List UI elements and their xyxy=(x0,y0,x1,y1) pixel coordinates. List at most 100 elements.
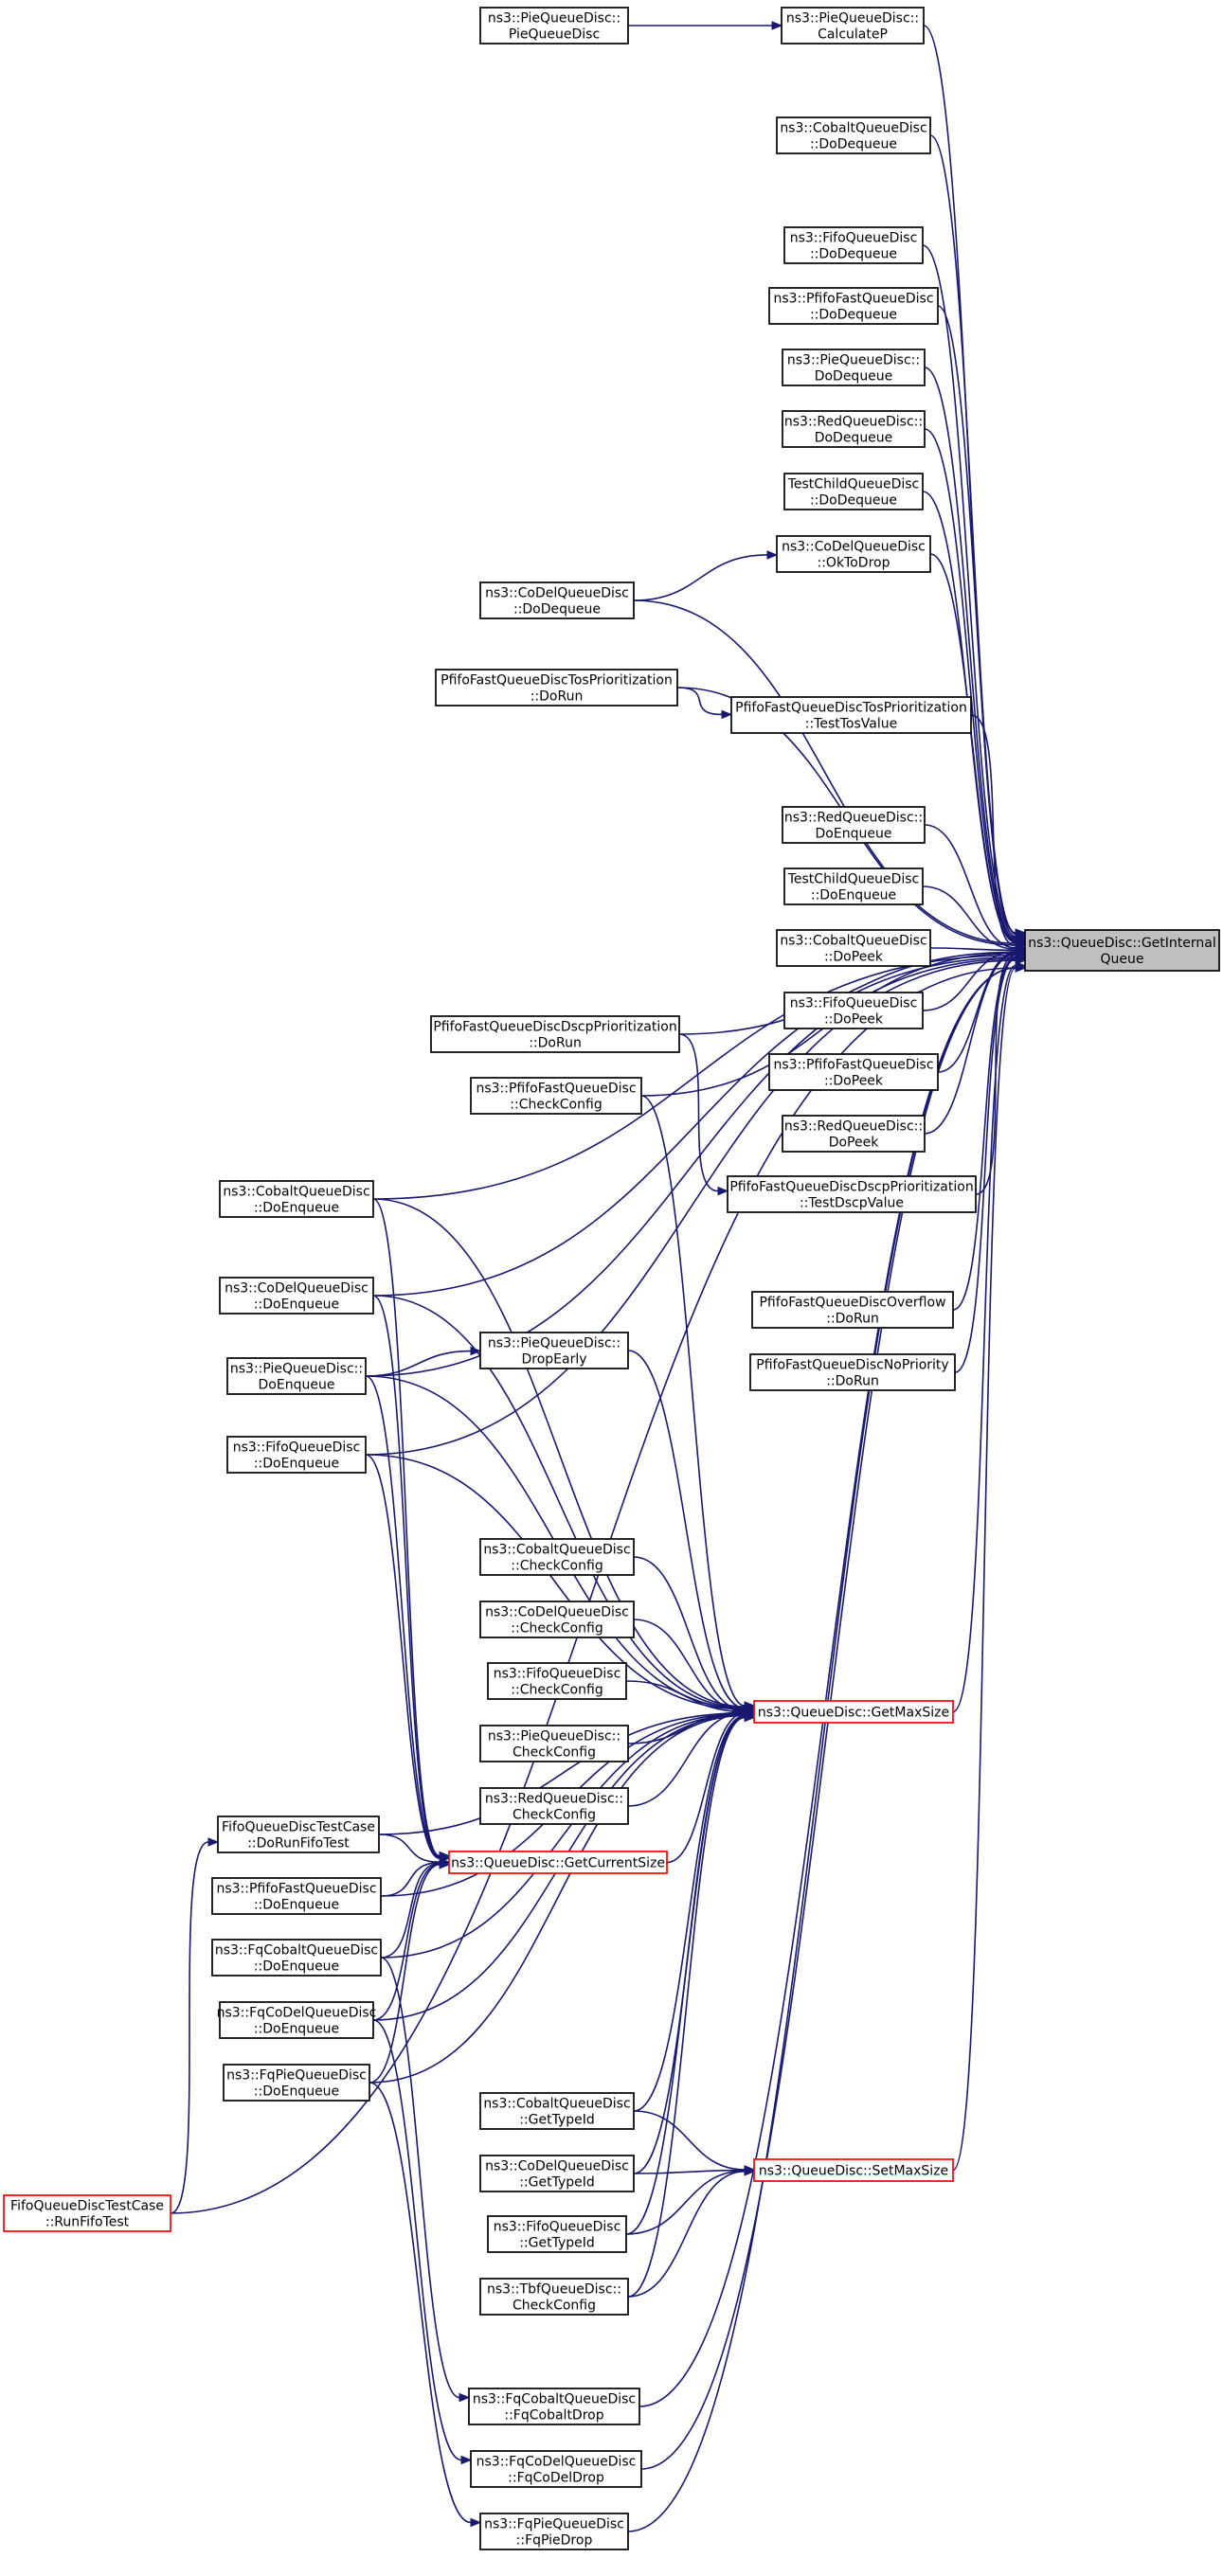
node-box xyxy=(479,1601,635,1638)
edge-line xyxy=(633,1619,746,1712)
node-label-line: ::DoDequeue xyxy=(810,247,897,262)
node-fifo-peek[interactable]: ns3::FifoQueueDisc::DoPeek xyxy=(783,992,924,1029)
node-label-line: TestChildQueueDisc xyxy=(787,872,920,887)
node-label-line: PieQueueDisc xyxy=(509,27,600,43)
edge-line xyxy=(369,1864,441,2084)
edge-arrowhead xyxy=(721,709,733,720)
node-label-line: ::DoDequeue xyxy=(810,493,897,509)
node-fifotest-run[interactable]: FifoQueueDiscTestCase::RunFifoTest xyxy=(3,2194,171,2232)
node-label-line: ::DoEnqueue xyxy=(254,1959,339,1975)
edge-red-deq-to-root xyxy=(924,428,1027,945)
edge-line xyxy=(937,305,1016,939)
node-label-line: ::DoDequeue xyxy=(810,308,897,323)
node-fqcobalt-drop[interactable]: ns3::FqCobaltQueueDisc::FqCobaltDrop xyxy=(468,2388,640,2425)
edge-line xyxy=(380,1957,460,2399)
node-tos-dorun[interactable]: PfifoFastQueueDiscTosPrioritization::DoR… xyxy=(435,669,678,707)
edge-overflow-dorun-to-root xyxy=(952,953,1027,1311)
node-pfifo-peek[interactable]: ns3::PfifoFastQueueDisc::DoPeek xyxy=(768,1053,939,1091)
edge-arrowhead xyxy=(766,550,779,560)
node-fqcodel-enq[interactable]: ns3::FqCoDelQueueDisc::DoEnqueue xyxy=(217,2001,377,2039)
node-dscp-test[interactable]: PfifoFastQueueDiscDscpPrioritization::Te… xyxy=(727,1175,977,1213)
node-label-line: ns3::FqCoDelQueueDisc xyxy=(477,2455,637,2470)
node-setmax[interactable]: ns3::QueueDisc::SetMaxSize xyxy=(753,2158,954,2182)
node-red-peek[interactable]: ns3::RedQueueDisc::DoPeek xyxy=(782,1115,926,1153)
node-fqcobalt-enq[interactable]: ns3::FqCobaltQueueDisc::DoEnqueue xyxy=(211,1939,382,1977)
node-label-line: ns3::CoDelQueueDisc xyxy=(485,2159,629,2174)
node-label-line: ::DoDequeue xyxy=(513,602,601,617)
node-fifo-check[interactable]: ns3::FifoQueueDisc::CheckConfig xyxy=(487,1662,627,1700)
node-cobalt-check[interactable]: ns3::CobaltQueueDisc::CheckConfig xyxy=(479,1538,635,1576)
node-box xyxy=(751,1291,954,1329)
node-red-check[interactable]: ns3::RedQueueDisc::CheckConfig xyxy=(479,1787,629,1825)
edge-tbf-check-to-maxsize xyxy=(627,1712,756,2298)
node-codel-deq[interactable]: ns3::CoDelQueueDisc::DoDequeue xyxy=(479,581,635,619)
edge-fqpie-enq-to-fqpie-drop xyxy=(369,2082,482,2528)
node-pie-deq[interactable]: ns3::PieQueueDisc::DoDequeue xyxy=(782,349,926,386)
node-box xyxy=(226,1357,367,1395)
node-fifo-deq[interactable]: ns3::FifoQueueDisc::DoDequeue xyxy=(783,226,924,264)
node-label-line: ::DoEnqueue xyxy=(254,1898,339,1913)
node-fqpie-enq[interactable]: ns3::FqPieQueueDisc::DoEnqueue xyxy=(223,2064,370,2102)
node-nopriority-dorun[interactable]: PfifoFastQueueDiscNoPriority::DoRun xyxy=(749,1353,956,1391)
node-box xyxy=(776,116,931,154)
node-overflow-dorun[interactable]: PfifoFastQueueDiscOverflow::DoRun xyxy=(751,1291,954,1329)
edge-tos-test-to-root xyxy=(970,714,1027,951)
node-cobalt-peek[interactable]: ns3::CobaltQueueDisc::DoPeek xyxy=(776,929,931,967)
node-cursize[interactable]: ns3::QueueDisc::GetCurrentSize xyxy=(448,1851,668,1874)
edge-pie-enq-to-cursize xyxy=(365,1375,451,1863)
edge-line xyxy=(970,714,1016,947)
edge-arrowhead xyxy=(459,2392,471,2403)
node-red-deq[interactable]: ns3::RedQueueDisc::DoDequeue xyxy=(782,410,926,448)
node-cobalt-deq[interactable]: ns3::CobaltQueueDisc::DoDequeue xyxy=(776,116,931,154)
node-pfifo-enq[interactable]: ns3::PfifoFastQueueDisc::DoEnqueue xyxy=(211,1877,382,1915)
node-codel-enq[interactable]: ns3::CoDelQueueDisc::DoEnqueue xyxy=(219,1277,374,1315)
node-pie-check[interactable]: ns3::PieQueueDisc::CheckConfig xyxy=(479,1725,629,1762)
node-box xyxy=(782,410,926,448)
edge-arrowhead xyxy=(460,2455,473,2465)
node-pie-ctor[interactable]: ns3::PieQueueDisc::PieQueueDisc xyxy=(479,7,629,45)
node-box xyxy=(219,2001,374,2039)
node-label-line: ::DoEnqueue xyxy=(254,1201,339,1216)
node-label-line: ::DoPeek xyxy=(824,950,884,965)
node-testchild-deq[interactable]: TestChildQueueDisc::DoDequeue xyxy=(783,473,924,510)
node-codel-oktodrop[interactable]: ns3::CoDelQueueDisc::OkToDrop xyxy=(776,535,931,573)
node-cobalt-typeid[interactable]: ns3::CobaltQueueDisc::GetTypeId xyxy=(479,2092,635,2130)
node-fqpie-drop[interactable]: ns3::FqPieQueueDisc::FqPieDrop xyxy=(479,2513,629,2550)
node-label-line: PfifoFastQueueDiscTosPrioritization xyxy=(735,701,967,716)
node-pfifo-deq[interactable]: ns3::PfifoFastQueueDisc::DoDequeue xyxy=(768,287,939,325)
node-tos-test[interactable]: PfifoFastQueueDiscTosPrioritization::Tes… xyxy=(730,696,972,734)
node-pie-calc[interactable]: ns3::PieQueueDisc::CalculateP xyxy=(781,7,925,45)
node-label-line: ns3::PieQueueDisc:: xyxy=(488,1729,620,1744)
node-pfifo-check[interactable]: ns3::PfifoFastQueueDisc::CheckConfig xyxy=(470,1077,642,1115)
edge-line xyxy=(372,2019,462,2461)
node-codel-check[interactable]: ns3::CoDelQueueDisc::CheckConfig xyxy=(479,1601,635,1638)
node-fifo-enq[interactable]: ns3::FifoQueueDisc::DoEnqueue xyxy=(226,1436,367,1474)
node-pie-dropearly[interactable]: ns3::PieQueueDisc::DropEarly xyxy=(479,1332,629,1369)
node-cobalt-enq[interactable]: ns3::CobaltQueueDisc::DoEnqueue xyxy=(219,1180,374,1218)
node-fifotest-dorun[interactable]: FifoQueueDiscTestCase::DoRunFifoTest xyxy=(217,1816,380,1853)
node-label-line: PfifoFastQueueDiscTosPrioritization xyxy=(441,673,673,689)
node-red-enq[interactable]: ns3::RedQueueDisc::DoEnqueue xyxy=(782,806,926,844)
node-dscp-dorun[interactable]: PfifoFastQueueDiscDscpPrioritization::Do… xyxy=(430,1015,680,1053)
node-maxsize[interactable]: ns3::QueueDisc::GetMaxSize xyxy=(753,1700,954,1724)
node-label-line: DoDequeue xyxy=(815,431,893,446)
edge-line xyxy=(954,957,1016,1373)
node-label-line: ns3::PfifoFastQueueDisc xyxy=(773,292,933,307)
node-fqcodel-drop[interactable]: ns3::FqCoDelQueueDisc::FqCoDelDrop xyxy=(470,2450,642,2488)
node-testchild-enq[interactable]: TestChildQueueDisc::DoEnqueue xyxy=(783,868,924,905)
node-label-line: ns3::FifoQueueDisc xyxy=(790,996,918,1011)
node-label-line: ::FqPieDrop xyxy=(516,2533,593,2549)
node-label-line: ns3::RedQueueDisc:: xyxy=(784,811,923,826)
edge-cobalt-deq-to-root xyxy=(929,134,1027,939)
node-pie-enq[interactable]: ns3::PieQueueDisc::DoEnqueue xyxy=(226,1357,367,1395)
node-label-line: ::DoDequeue xyxy=(810,137,897,152)
node-box xyxy=(211,1939,382,1977)
edge-line xyxy=(633,1714,746,2112)
node-codel-typeid[interactable]: ns3::CoDelQueueDisc::GetTypeId xyxy=(479,2155,635,2192)
node-tbf-check[interactable]: ns3::TbfQueueDisc::CheckConfig xyxy=(479,2278,629,2316)
node-label-line: ns3::PieQueueDisc:: xyxy=(786,11,919,27)
node-label-line: CalculateP xyxy=(818,27,888,43)
node-fifo-typeid[interactable]: ns3::FifoQueueDisc::GetTypeId xyxy=(487,2215,627,2253)
